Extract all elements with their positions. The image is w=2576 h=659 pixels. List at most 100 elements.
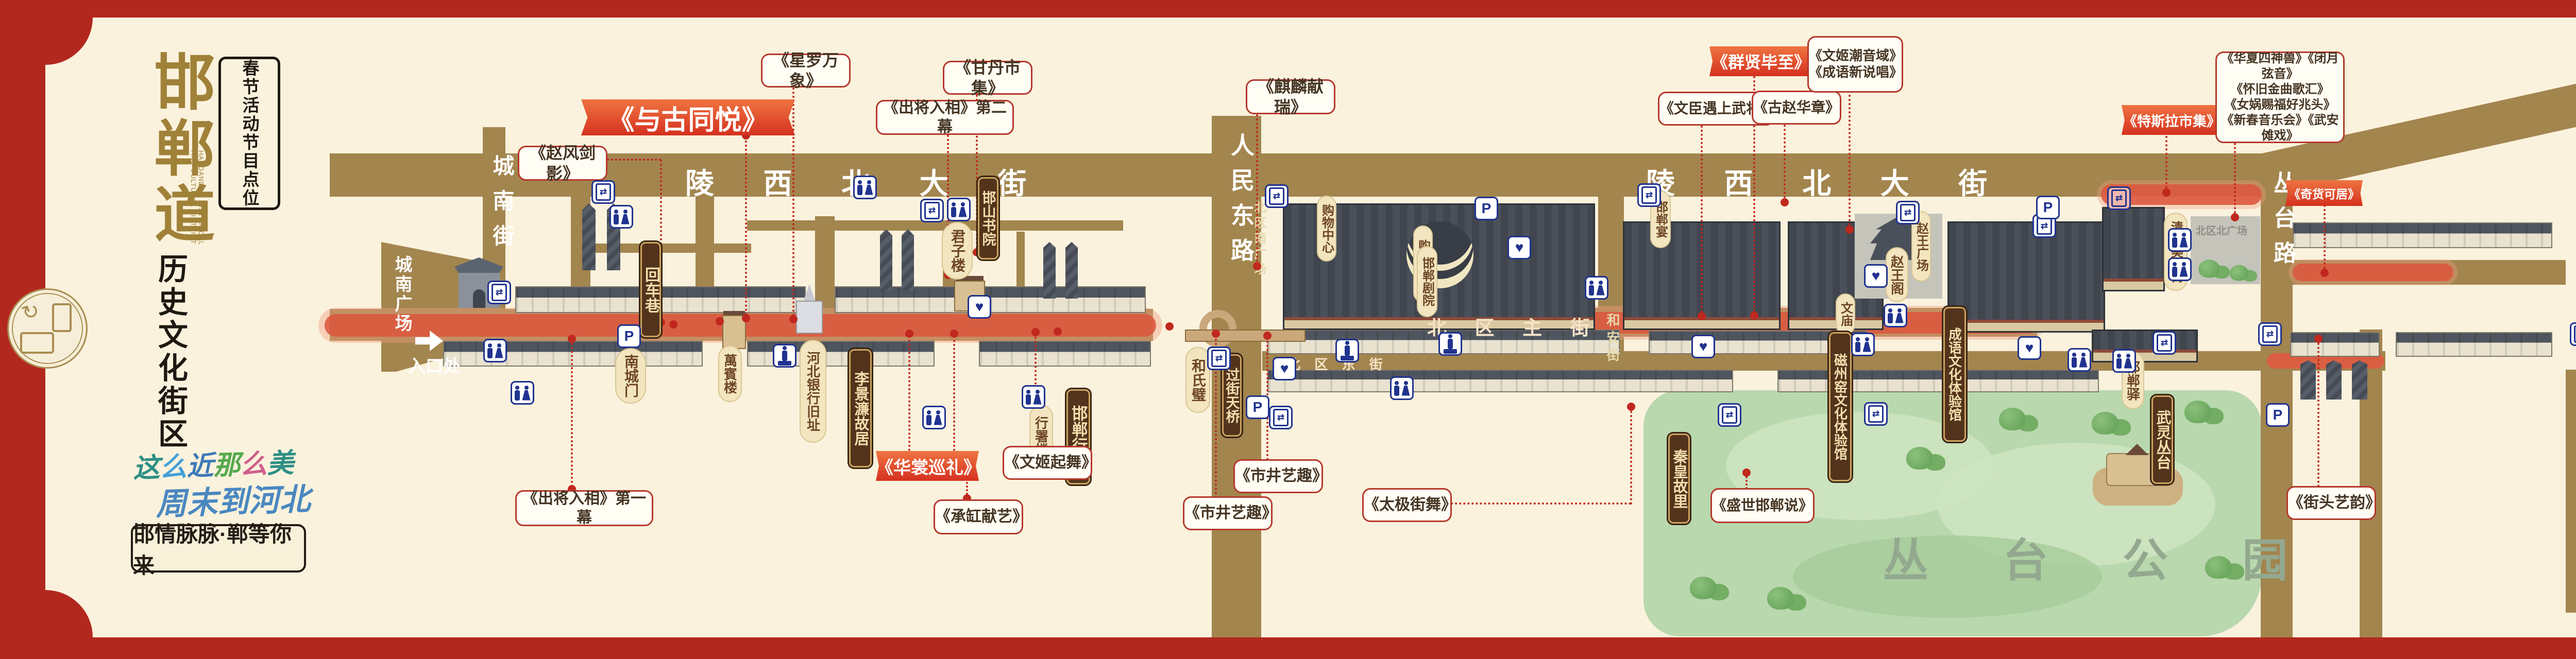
event-label-text: 《麒麟献瑞》: [1257, 77, 1324, 116]
gate-glyph: ⇄: [2574, 325, 2576, 343]
callout-line: [571, 339, 573, 491]
event-label-taijijiewu: 《太极街舞》: [1362, 488, 1456, 522]
oval-text: 赵王广场: [1914, 221, 1928, 271]
oval-junzilou: 君子楼: [942, 222, 973, 280]
plaza-tree: [2198, 259, 2220, 278]
point-dot: [1165, 322, 1174, 331]
parking-glyph: P: [624, 328, 634, 344]
watch-tower: [2326, 360, 2342, 400]
visitor-center-icon: [1335, 339, 1359, 362]
female-icon: [2124, 354, 2132, 369]
event-banner-tesila-market: 《特斯拉市集》: [2122, 105, 2222, 135]
oval-shoppingcenter-a: 购物中心: [1317, 196, 1336, 262]
gate-glyph: ⇄: [1273, 409, 1289, 426]
house-row: [2293, 222, 2552, 248]
oval-nanchengmen: 南城门: [615, 348, 646, 404]
point-dot: [1627, 403, 1635, 411]
oval-text: 和氏璧: [1190, 358, 1206, 402]
female-icon: [495, 343, 503, 358]
handanyi-building: [2092, 330, 2198, 362]
male-icon: [487, 343, 493, 358]
sign-text: 李景濂故居: [852, 371, 869, 446]
event-label-text: 《古赵华章》: [1753, 99, 1840, 116]
overpass-beam: [1185, 330, 1306, 342]
gate-icon: ⇄: [2107, 186, 2131, 210]
male-icon: [1589, 281, 1594, 296]
desk-shape: [1341, 356, 1354, 360]
toilet-icon: [853, 176, 877, 199]
park-lawn-patch: [1793, 535, 2102, 618]
event-label-text: 《文姬起舞》: [1004, 454, 1097, 472]
gate-glyph: ⇄: [1900, 204, 1916, 221]
toilet-icon: [2168, 228, 2192, 252]
oval-heshibi: 和氏璧: [1185, 347, 1210, 413]
event-label-text: 《新春音乐会》《武安傩戏》: [2221, 114, 2339, 143]
female-icon: [959, 202, 967, 217]
gate-icon: ⇄: [2258, 322, 2282, 346]
alley-lane: [747, 220, 1123, 231]
street-name-chengnanjie: 城南街: [490, 154, 514, 259]
point-dot: [716, 317, 724, 325]
female-icon: [621, 210, 630, 224]
parking-icon: P: [2036, 196, 2060, 219]
event-label-guzhaohuazhang: 《古赵华章》: [1752, 91, 1841, 125]
gate-icon: ⇄: [1864, 402, 1888, 426]
phone-landscape-icon: [20, 332, 54, 354]
house-row: [1777, 370, 2099, 392]
sign-text: 成语文化体验馆: [1946, 327, 1962, 421]
callout-line: [599, 159, 661, 161]
parking-icon: P: [1246, 395, 1269, 419]
event-label-huaxia-group: 《华夏四神兽》《闭月弦音》 《怀旧金曲歌汇》 《女娲赐福好兆头》 《新春音乐会》…: [2215, 51, 2345, 143]
street-name-lingxibei-east: 陵 西 北 大 街: [1646, 167, 2008, 200]
female-icon: [865, 180, 873, 195]
gate-glyph: ⇄: [1722, 406, 1737, 424]
park-tree: [2205, 556, 2232, 579]
toilet-icon: [947, 198, 971, 221]
park-tree: [2092, 412, 2119, 435]
female-icon: [1402, 381, 1410, 396]
oval-wanbinlou: 萬賓楼: [718, 345, 742, 402]
parking-glyph: P: [2043, 199, 2053, 215]
female-icon: [1597, 281, 1605, 296]
event-label-text: 《文姬潮音域》: [1809, 48, 1903, 63]
gate-glyph: ⇄: [2157, 334, 2172, 352]
oval-text: 邯郸剧院: [1420, 257, 1434, 306]
desk-shape: [1444, 349, 1457, 354]
page-subtitle: 历史文化街区: [154, 253, 187, 451]
heart-glyph: ♥: [2025, 340, 2034, 356]
street-name-renmindonglu: 人民东路: [1228, 133, 1255, 273]
oval-text: 邯郸宴: [1653, 201, 1668, 238]
gate-glyph: ⇄: [1269, 187, 1284, 205]
callout-line: [2317, 339, 2319, 487]
male-icon: [2072, 353, 2077, 368]
sign-hanshanshuyuan: 邯山书院: [976, 176, 1000, 261]
event-label-text: 《怀旧金曲歌汇》: [2230, 83, 2330, 96]
event-label-text: 《承缸献艺》: [935, 508, 1028, 526]
house-row: [2290, 332, 2380, 357]
church-spire: [803, 284, 816, 302]
parking-glyph: P: [2273, 407, 2283, 423]
toilet-icon: [511, 381, 534, 405]
park-tree: [1999, 408, 2026, 430]
house-row: [443, 341, 703, 367]
event-label-chenggangxianyi: 《承缸献艺》: [934, 499, 1028, 534]
oval-text: 君子楼: [950, 229, 965, 272]
event-banner-text: 《群贤毕至》: [1711, 53, 1810, 72]
point-dot: [2314, 335, 2323, 343]
event-label-text: 《出将入相》第一幕: [522, 490, 646, 527]
gate-icon: ⇄: [1207, 346, 1231, 370]
point-dot: [1031, 328, 1040, 336]
parking-glyph: P: [1481, 200, 1492, 216]
toilet-icon: [1022, 385, 1045, 409]
rotate-arrow-icon: ↻: [19, 298, 43, 326]
person-icon: [782, 346, 787, 361]
event-label-text: 《街头艺韵》: [2288, 494, 2381, 512]
heart-glyph: ♥: [1871, 268, 1880, 284]
heart-glyph: ♥: [1280, 360, 1289, 376]
oval-zhaowang-square: 赵王广场: [1911, 211, 1931, 282]
callout-line: [1784, 120, 1786, 202]
point-dot: [1781, 198, 1789, 206]
oval-handan-theater: 邯郸剧院: [1417, 246, 1437, 317]
female-icon: [2180, 233, 2188, 248]
